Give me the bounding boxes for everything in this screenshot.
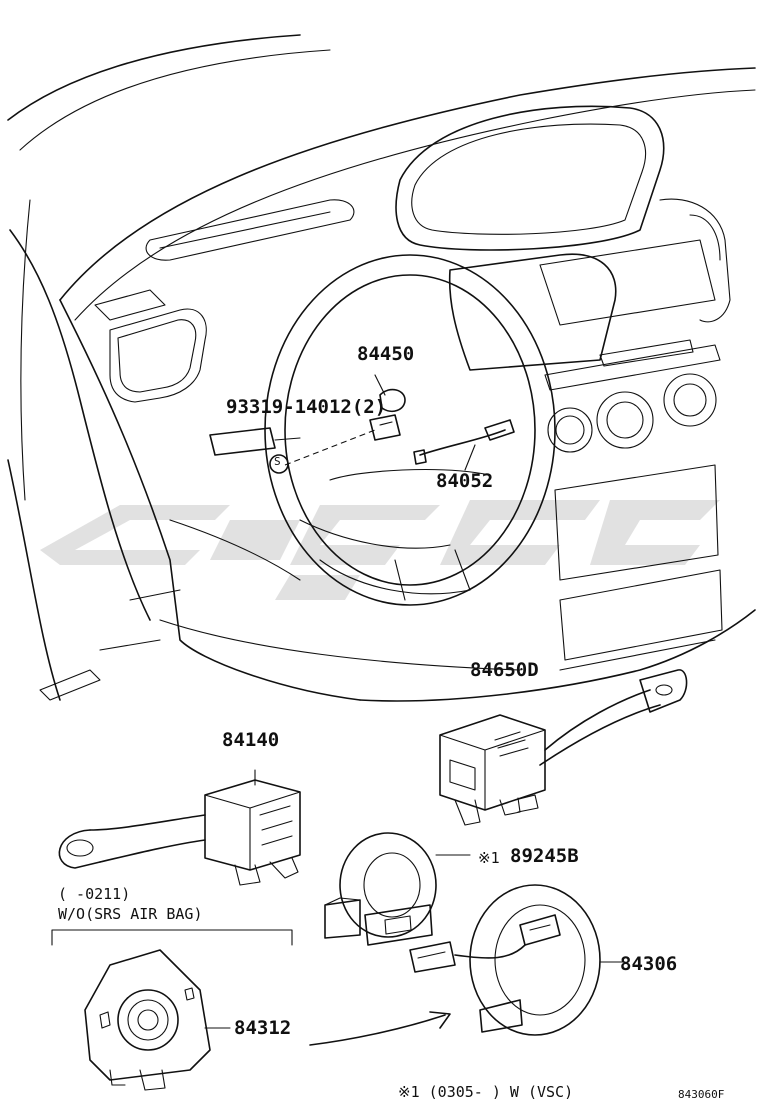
part-84306-drawing bbox=[409, 884, 626, 1036]
bracket-and-arrow bbox=[51, 929, 451, 1046]
label-84650d: 84650D bbox=[470, 659, 539, 681]
label-89245b: 89245B bbox=[510, 845, 579, 867]
label-84312: 84312 bbox=[234, 1017, 292, 1039]
part-84650d-drawing bbox=[439, 669, 688, 826]
part-89245b-drawing bbox=[324, 832, 471, 946]
part-84312-drawing bbox=[84, 949, 231, 1091]
wo-srs-note: W/O(SRS AIR BAG) bbox=[58, 905, 203, 923]
part-84140-drawing bbox=[58, 769, 301, 886]
watermark-logo bbox=[40, 500, 720, 600]
range-note: ( -0211) bbox=[58, 885, 131, 903]
label-84052: 84052 bbox=[436, 470, 494, 492]
dashboard-drawing bbox=[7, 34, 756, 702]
steering-wheel-drawing bbox=[209, 254, 556, 606]
ref-mark-89245b: ※1 bbox=[478, 849, 500, 867]
label-84306: 84306 bbox=[620, 953, 678, 975]
s-mark-label: S bbox=[274, 455, 281, 468]
figure-code: 843060F bbox=[678, 1088, 725, 1101]
label-84450: 84450 bbox=[357, 343, 415, 365]
label-84140: 84140 bbox=[222, 729, 280, 751]
s-mark-circle bbox=[269, 454, 289, 474]
label-93319-14012: 93319-14012(2) bbox=[226, 396, 387, 418]
bottom-note: ※1 (0305- ) W (VSC) bbox=[398, 1083, 574, 1101]
